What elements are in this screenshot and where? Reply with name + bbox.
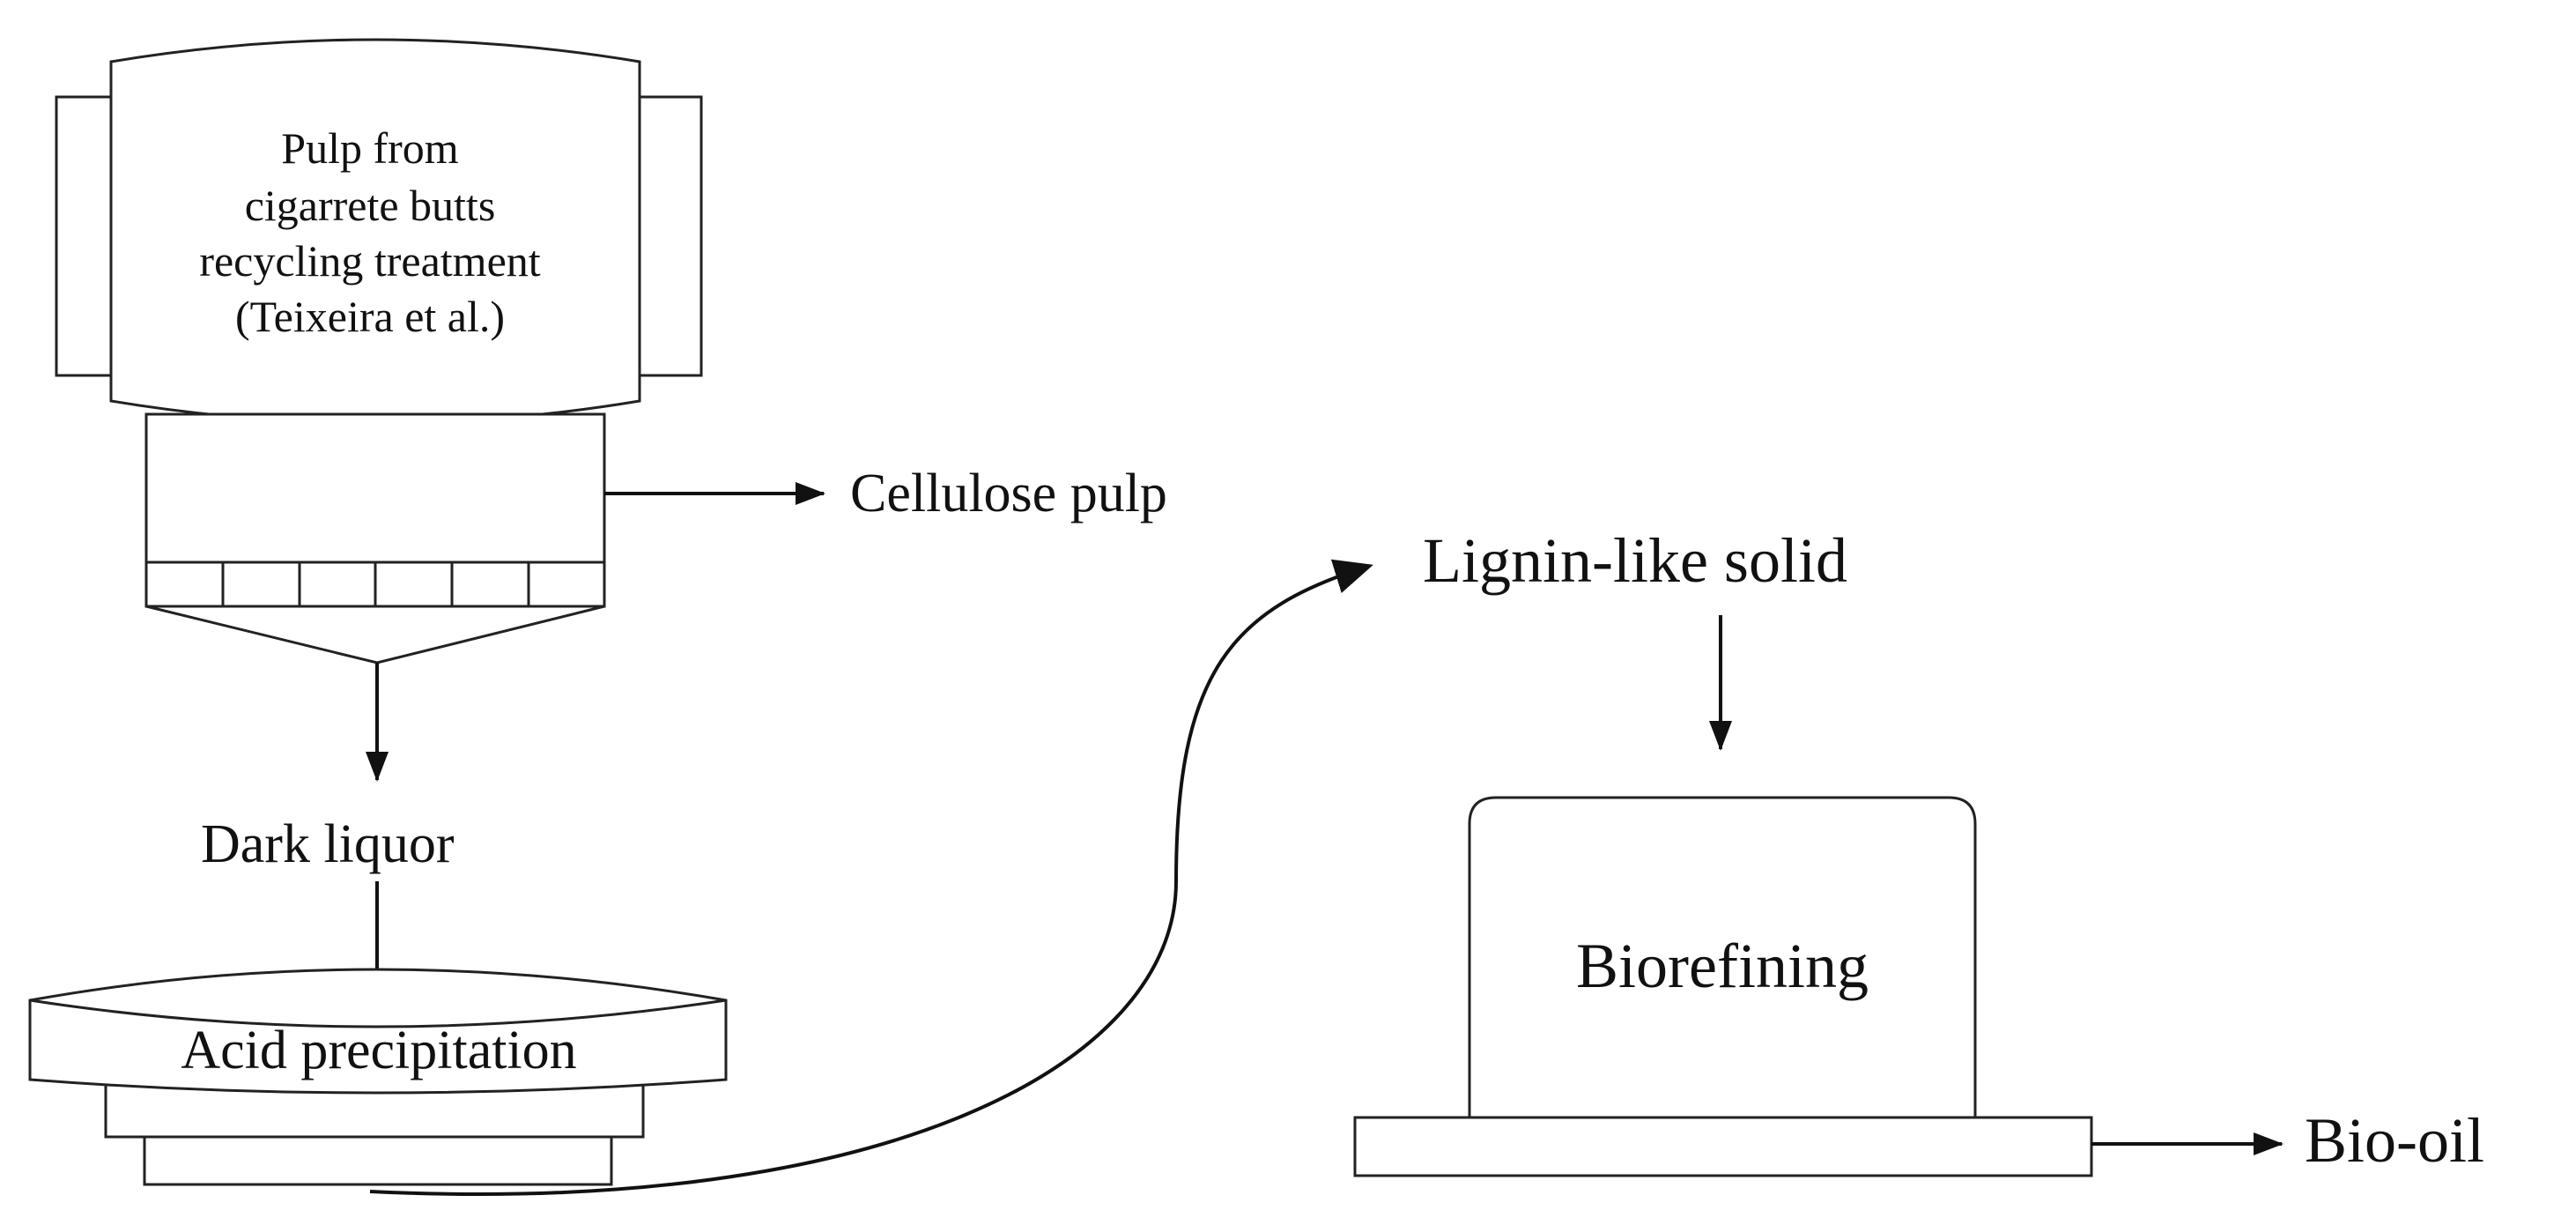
reactor-label-line-3: recycling treatment [199,236,540,286]
reactor-side-handle-right [638,95,703,377]
bio-oil-label: Bio-oil [2305,1105,2484,1176]
reactor-body [109,38,641,425]
reactor-filter-grid [144,561,606,608]
dark-liquor-label: Dark liquor [201,814,455,874]
biorefining-unit: Biorefining [1353,796,2093,1177]
biorefining-label: Biorefining [1576,931,1869,1001]
cellulose-pulp-label: Cellulose pulp [850,464,1167,523]
acid-precipitation-vessel: Acid precipitation [28,968,728,1186]
acid-vessel-dish [28,968,728,1095]
biorefining-tower [1468,796,1977,1119]
reactor-lower-section [144,412,606,564]
acid-to-lignin-curved-arrow [369,559,1373,1196]
acid-precipitation-label: Acid precipitation [181,1021,576,1080]
reactor-cone [145,605,605,664]
reactor-label-line-2: cigarrete butts [245,181,496,230]
acid-vessel-rim [29,999,727,1028]
reactor-label-line-1: Pulp from [281,123,459,173]
reactor-vessel: Pulp from cigarrete butts recycling trea… [55,38,703,664]
lignin-like-solid-label: Lignin-like solid [1423,525,1847,596]
reactor-side-handle-left [55,95,113,377]
reactor-label-line-4: (Teixeira et al.) [235,292,505,341]
biorefining-base [1353,1116,2093,1177]
